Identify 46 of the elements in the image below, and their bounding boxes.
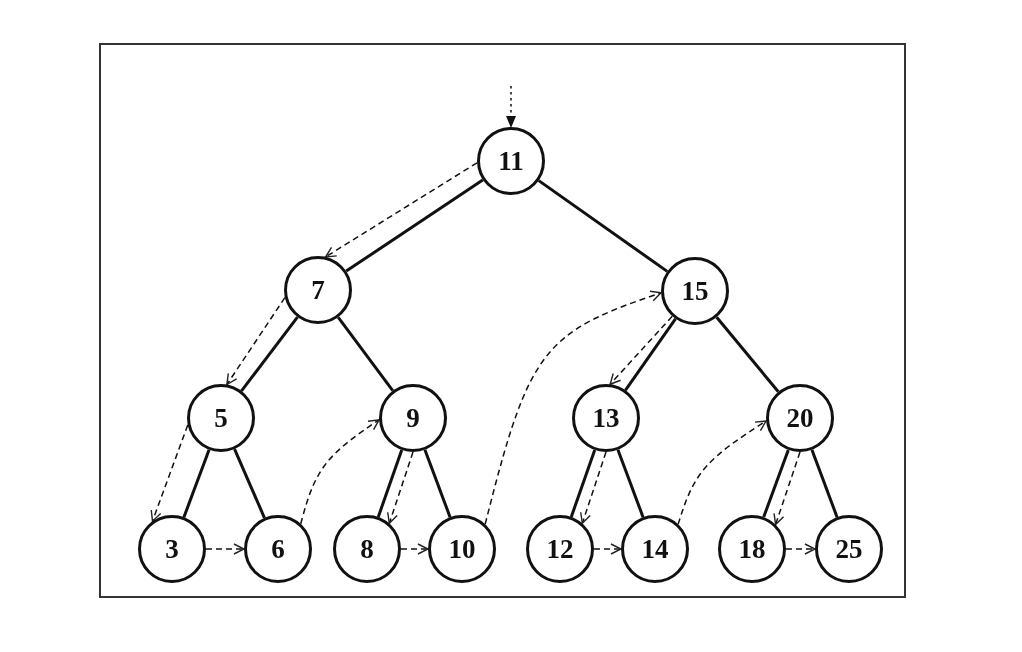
traversal-arrow	[205, 543, 245, 555]
tree-edge-line	[345, 178, 484, 273]
tree-edge-line	[715, 316, 780, 393]
entry-arrow	[506, 85, 516, 128]
tree-edge-line	[240, 316, 299, 392]
traversal-arrow	[677, 420, 767, 525]
tree-edge-line	[337, 316, 394, 392]
tree-edge-line	[624, 317, 677, 392]
node-value: 18	[738, 535, 766, 563]
tree-edge-line	[376, 449, 404, 518]
node-value: 11	[498, 147, 524, 175]
node-value: 13	[592, 404, 620, 432]
traversal-arrow	[387, 451, 414, 525]
tree-edge-line	[810, 449, 839, 518]
traversal-arrow	[484, 290, 662, 525]
node-value: 7	[311, 276, 325, 304]
tree-node-circle	[187, 384, 255, 452]
tree-edge-line	[537, 179, 669, 273]
traversal-arrow	[773, 451, 801, 526]
node-value: 14	[641, 535, 669, 563]
tree-node-circle	[284, 256, 352, 324]
traversal-arrow	[226, 296, 286, 386]
traversal-arrow	[580, 451, 607, 525]
tree-edge-line	[762, 449, 790, 518]
tree-edge-line	[182, 449, 211, 518]
tree-edge-line	[569, 449, 597, 518]
node-value: 12	[546, 535, 574, 563]
traversal-arrow	[785, 543, 816, 555]
tree-edge-line	[233, 448, 266, 519]
node-value: 20	[786, 404, 814, 432]
traversal-arrow	[609, 315, 673, 385]
node-value: 15	[681, 277, 709, 305]
tree-edge-line	[423, 449, 452, 518]
node-value: 5	[214, 404, 228, 432]
node-value: 9	[406, 404, 420, 432]
node-value: 3	[165, 535, 179, 563]
traversal-arrow	[400, 543, 429, 555]
traversal-arrow	[300, 419, 380, 525]
node-value: 10	[448, 535, 476, 563]
node-value: 25	[835, 535, 863, 563]
traversal-arrow	[324, 162, 478, 258]
node-value: 8	[360, 535, 374, 563]
tree-edge-line	[616, 449, 645, 518]
node-value: 6	[271, 535, 285, 563]
traversal-arrow	[593, 543, 622, 555]
traversal-arrow	[150, 424, 189, 522]
